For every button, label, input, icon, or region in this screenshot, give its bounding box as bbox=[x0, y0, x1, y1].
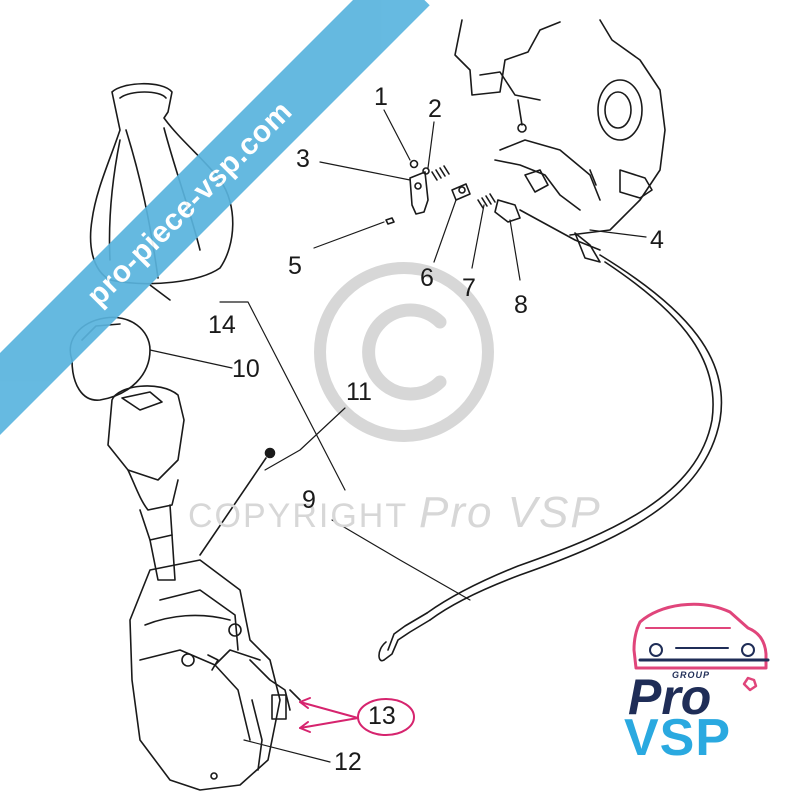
gearbox-housing bbox=[454, 19, 666, 236]
callout-5: 5 bbox=[288, 252, 302, 280]
gear-lever bbox=[107, 385, 276, 581]
copyright-word: COPYRIGHT bbox=[188, 497, 408, 535]
callout-10: 10 bbox=[232, 355, 260, 383]
logo-group-text: GROUP bbox=[672, 670, 711, 680]
callout-13: 13 bbox=[368, 702, 396, 730]
gear-cable bbox=[378, 209, 723, 662]
copyright-watermark: COPYRIGHT Pro VSP bbox=[188, 488, 602, 538]
leader-lines bbox=[149, 109, 647, 763]
logo-pro-text: Pro bbox=[628, 669, 712, 725]
callout-11: 11 bbox=[346, 378, 372, 406]
callout-9: 9 bbox=[302, 486, 316, 514]
callout-8: 8 bbox=[514, 291, 528, 319]
copyright-brand: Pro VSP bbox=[418, 488, 602, 537]
linkage-small-parts bbox=[385, 159, 521, 225]
callout-13-arrows bbox=[299, 697, 415, 736]
callout-7: 7 bbox=[462, 274, 476, 302]
callout-4: 4 bbox=[650, 226, 664, 254]
logo-vsp-text: VSP bbox=[624, 709, 732, 767]
callout-6: 6 bbox=[420, 264, 434, 292]
shifter-base bbox=[129, 559, 301, 791]
provsp-logo: GROUP Pro VSP bbox=[620, 590, 770, 767]
callout-12: 12 bbox=[334, 748, 362, 776]
copyright-circle-watermark bbox=[314, 262, 494, 442]
logo-car-icon bbox=[632, 602, 770, 692]
callout-3: 3 bbox=[296, 145, 310, 173]
callout-14: 14 bbox=[208, 311, 236, 339]
callout-1: 1 bbox=[374, 83, 388, 111]
callout-2: 2 bbox=[428, 95, 442, 123]
